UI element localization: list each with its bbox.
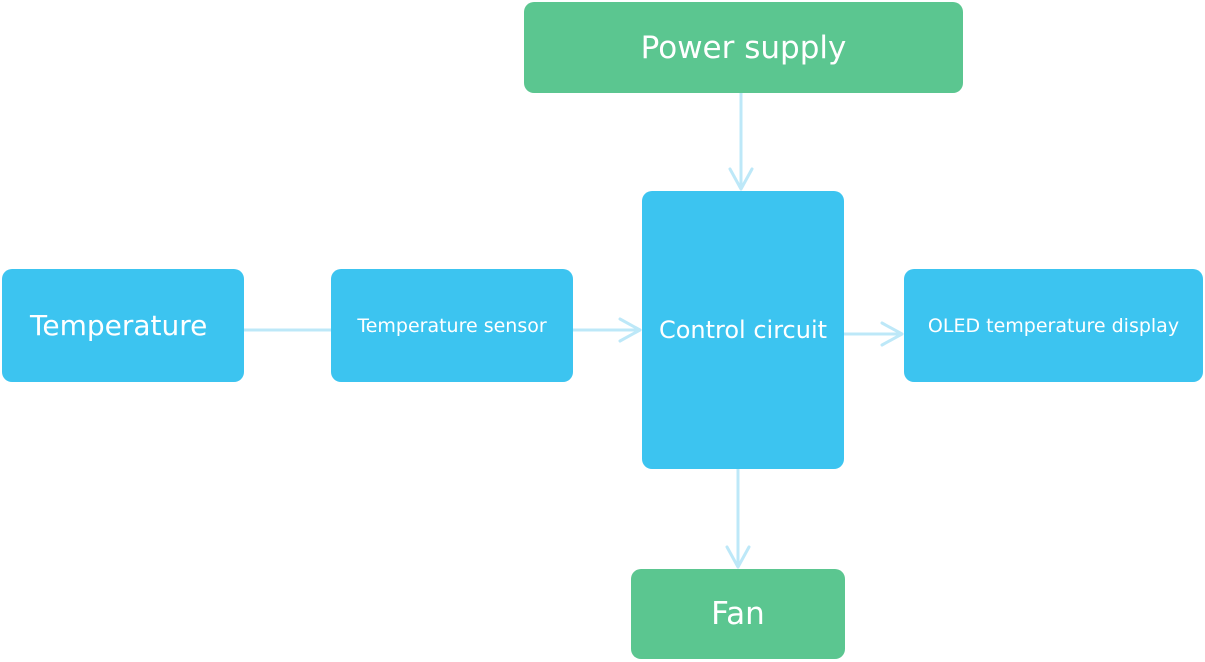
fan-label: Fan	[711, 596, 765, 632]
fan-node: Fan	[631, 569, 845, 659]
arrowhead-control-circuit-icon	[618, 317, 642, 343]
temperature-sensor-label: Temperature sensor	[357, 314, 547, 337]
control-circuit-node: Control circuit	[642, 191, 844, 469]
oled-display-node: OLED temperature display	[904, 269, 1203, 382]
oled-display-label: OLED temperature display	[927, 314, 1180, 337]
power-supply-node: Power supply	[524, 2, 963, 93]
control-circuit-label: Control circuit	[658, 316, 828, 344]
temperature-label: Temperature	[30, 309, 208, 342]
edge-layer	[244, 93, 904, 569]
arrowhead-fan-icon	[725, 545, 751, 569]
temperature-sensor-node: Temperature sensor	[331, 269, 573, 382]
power-supply-label: Power supply	[640, 29, 847, 66]
arrowhead-control-circuit-icon	[728, 167, 754, 191]
temperature-node: Temperature	[2, 269, 244, 382]
arrowhead-oled-display-icon	[880, 321, 904, 347]
